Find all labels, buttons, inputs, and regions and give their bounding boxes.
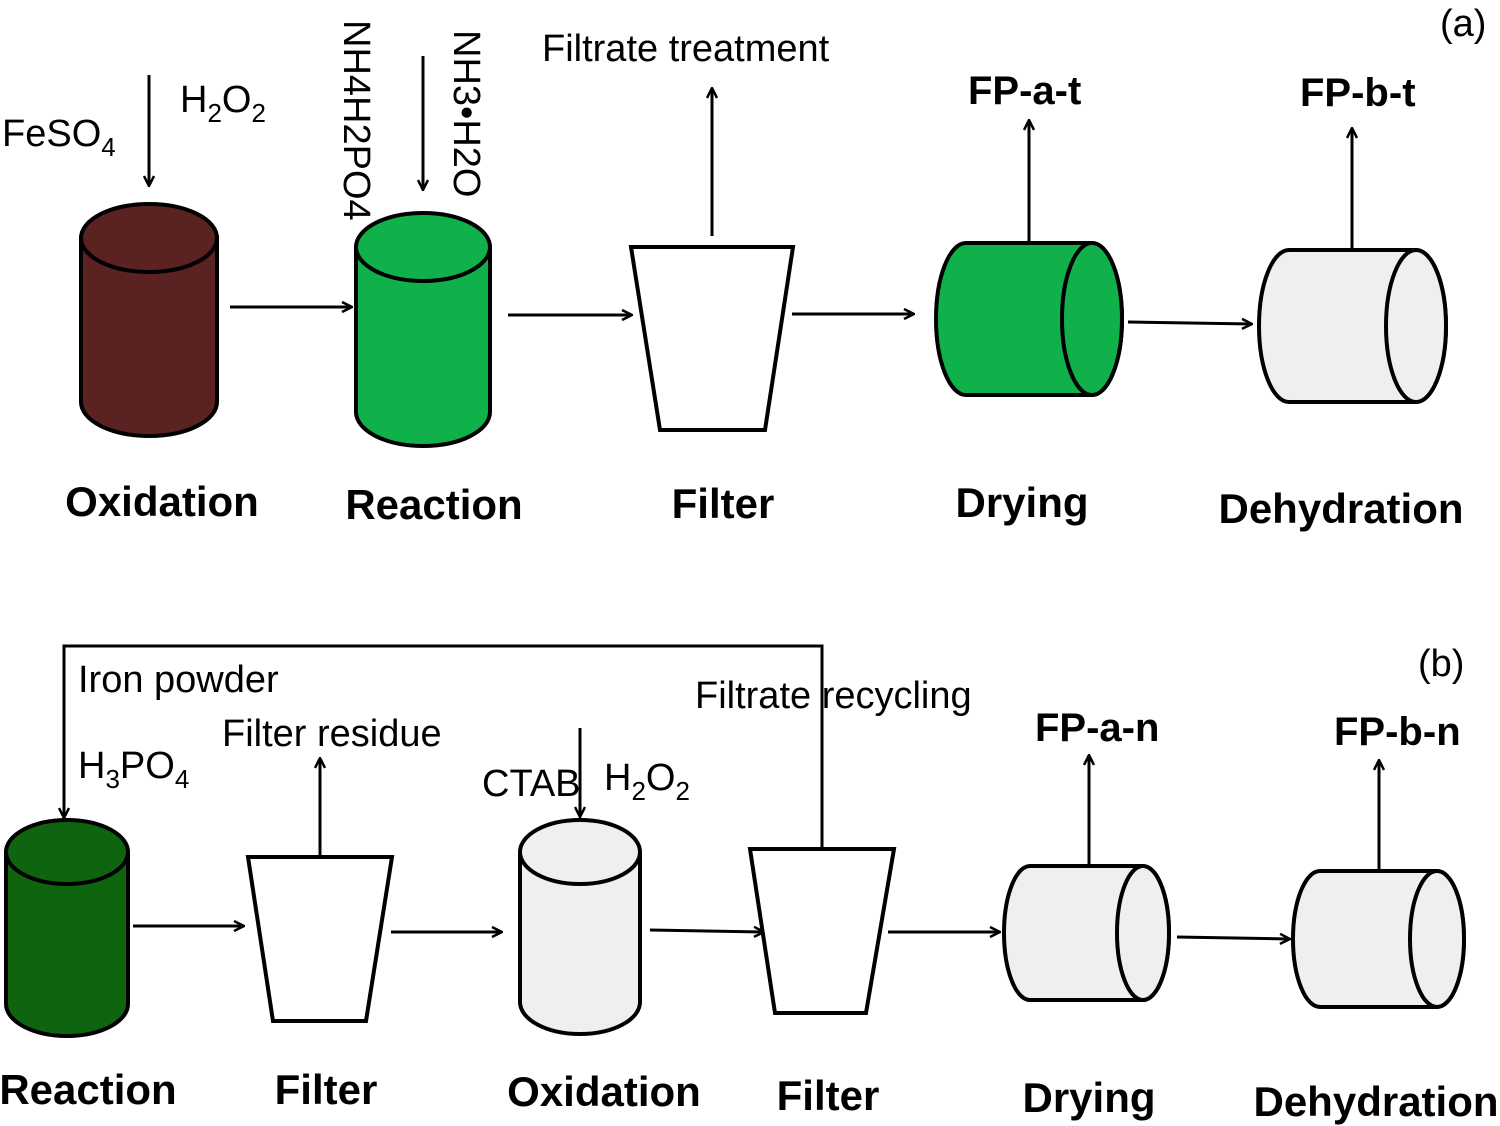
- step-label-reaction-b: Reaction: [0, 1066, 177, 1113]
- filter-a: [628, 245, 796, 432]
- step-label-filter-a: Filter: [672, 480, 775, 527]
- iron-powder-label: Iron powder: [78, 659, 279, 701]
- drying-drum-b: [1002, 864, 1171, 1002]
- ctab-label: CTAB: [482, 763, 581, 805]
- panel-b-label: (b): [1418, 643, 1464, 685]
- nh3h2o-label: NH3•H2O: [445, 30, 487, 197]
- h2o2-label-a: H2O2: [180, 79, 266, 128]
- step-label-filter-b1: Filter: [275, 1066, 378, 1113]
- step-label-reaction-a: Reaction: [345, 481, 522, 528]
- reaction-vessel-b: [4, 818, 130, 1038]
- h3po4-label: H3PO4: [78, 745, 189, 794]
- filtrate-treatment-label: Filtrate treatment: [542, 28, 830, 70]
- nh4h2po4-label: NH4H2PO4: [335, 20, 377, 221]
- fp-a-n-label: FP-a-n: [1035, 706, 1159, 750]
- arrow-drying-to-dehydration-a: [1127, 322, 1252, 324]
- oxidation-vessel-b: [518, 818, 642, 1036]
- panel-a-label: (a): [1440, 3, 1486, 45]
- drying-drum-a: [934, 241, 1124, 397]
- step-label-filter-b2: Filter: [777, 1072, 880, 1119]
- feso4-label: FeSO4: [2, 113, 116, 162]
- filter-residue-label: Filter residue: [222, 713, 442, 755]
- step-label-oxidation-a: Oxidation: [65, 478, 259, 525]
- arrow-oxidation-to-filter-b: [649, 930, 764, 932]
- fp-b-t-label: FP-b-t: [1300, 71, 1416, 115]
- dehydration-drum-b: [1291, 869, 1466, 1009]
- h2o2-label-b: H2O2: [604, 757, 690, 806]
- reaction-vessel-a: [354, 211, 492, 448]
- step-label-drying-a: Drying: [955, 479, 1088, 526]
- step-label-dehydration-a: Dehydration: [1218, 485, 1463, 532]
- filter-b2: [747, 847, 897, 1015]
- fp-b-n-label: FP-b-n: [1334, 710, 1461, 754]
- dehydration-drum-a: [1257, 248, 1448, 404]
- filtrate-recycling-loop: [64, 644, 824, 848]
- step-label-dehydration-b: Dehydration: [1253, 1078, 1498, 1125]
- oxidation-vessel-a: [79, 202, 219, 438]
- step-label-drying-b: Drying: [1022, 1074, 1155, 1121]
- filter-b1: [245, 855, 395, 1023]
- filtrate-recycling-label: Filtrate recycling: [695, 675, 972, 717]
- fp-a-t-label: FP-a-t: [968, 69, 1081, 113]
- step-label-oxidation-b: Oxidation: [507, 1068, 701, 1115]
- arrow-drying-to-dehydration-b: [1176, 937, 1290, 939]
